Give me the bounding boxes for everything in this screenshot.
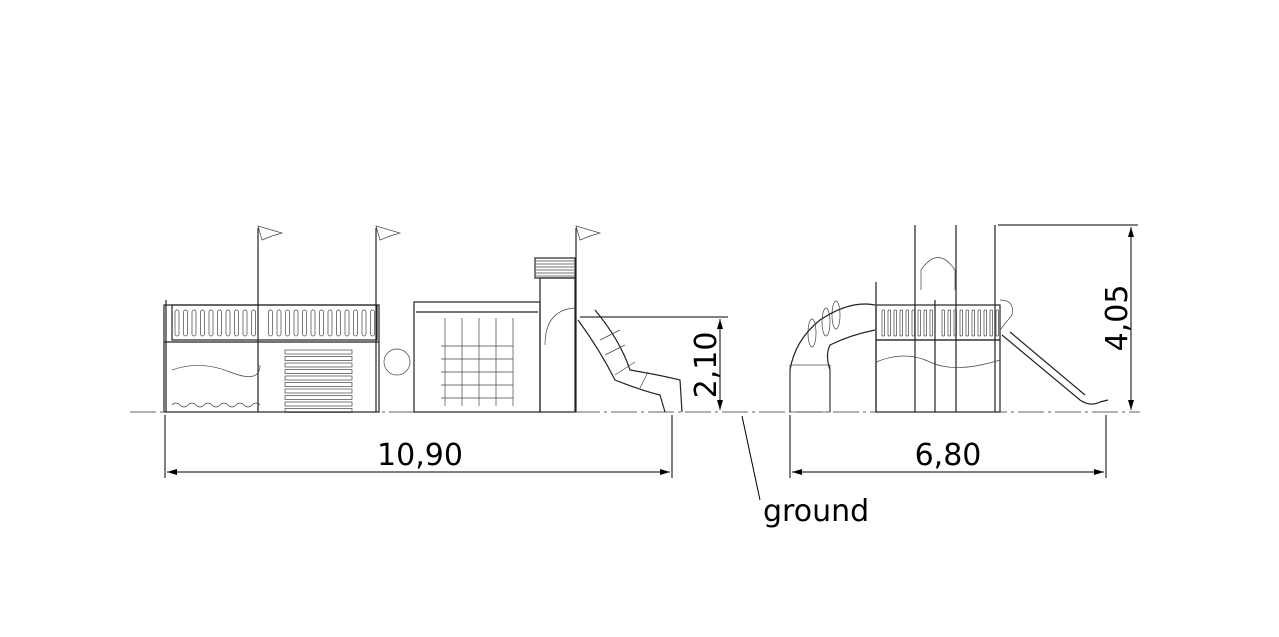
side-width-label: 6,80 xyxy=(915,438,982,473)
ground-callout: ground xyxy=(741,415,869,529)
front-width-label: 10,90 xyxy=(377,438,463,473)
dimension-platform-height: 2,10 xyxy=(580,316,728,410)
ground-label: ground xyxy=(763,494,869,529)
total-height-label: 4,05 xyxy=(1100,285,1135,352)
platform-height-label: 2,10 xyxy=(689,332,724,399)
dimension-front-width: 10,90 xyxy=(164,415,673,478)
dimension-total-height: 4,05 xyxy=(998,224,1138,410)
dimension-side-width: 6,80 xyxy=(789,415,1107,478)
side-view-playground xyxy=(789,225,1109,413)
front-view-playground xyxy=(163,225,683,413)
